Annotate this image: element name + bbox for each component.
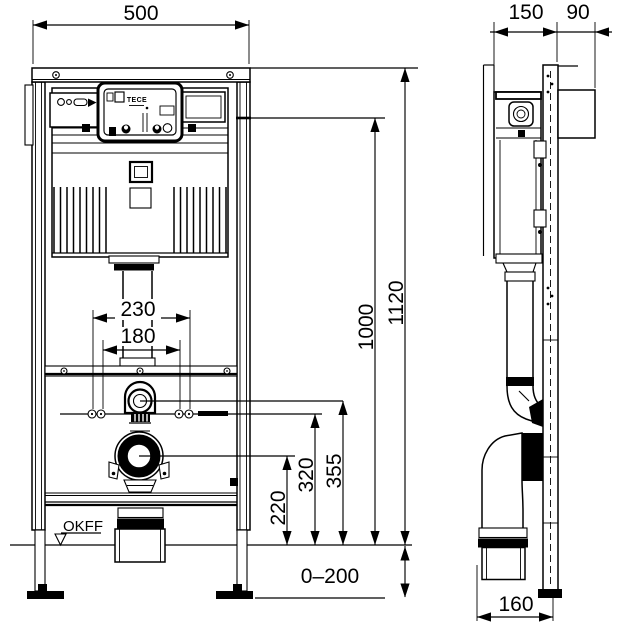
dim-outlet-height-label: 220 [267, 490, 290, 525]
dim-bolt-inner-label: 180 [120, 325, 155, 348]
flush-pipe-side [502, 262, 543, 427]
wall-rail [538, 64, 578, 598]
dim-total-height-label: 1120 [385, 280, 408, 325]
dim-outlet-depth: 160 [476, 565, 554, 622]
dim-bolt-outer: 230 [92, 298, 191, 409]
dim-bolt-height-label: 320 [295, 457, 318, 492]
flush-bend-and-bolts [60, 380, 343, 424]
rail-sensor [230, 478, 238, 486]
dim-depth-label: 150 [508, 1, 543, 24]
left-leg [34, 529, 46, 592]
wall-bracket-box [557, 89, 596, 139]
left-bracket [24, 84, 34, 146]
dim-width: 500 [32, 2, 250, 64]
left-foot [27, 591, 64, 599]
cistern: TECE [49, 81, 229, 367]
rail-foot [538, 589, 562, 598]
right-foot [216, 591, 253, 599]
dimensions: 500 150 90 230 [32, 1, 612, 622]
dim-depth: 150 90 [490, 1, 612, 88]
dim-actuation-height: 1000 [236, 116, 385, 545]
push-rod-housing [128, 160, 154, 209]
drain-elbow-side [478, 432, 543, 581]
right-module [181, 91, 226, 123]
dim-bracket-depth-label: 90 [566, 1, 589, 24]
dim-flush-height: 355 [323, 401, 348, 545]
drain-ring [108, 430, 295, 493]
dim-foot-adjustment-label: 0–200 [301, 565, 359, 588]
brand-logo: TECE [127, 97, 147, 104]
dim-width-label: 500 [123, 2, 158, 25]
lower-crossbar [45, 492, 237, 507]
dim-bolt-inner: 180 [102, 325, 181, 409]
side-frame-upright [482, 64, 495, 256]
dim-bolt-outer-label: 230 [120, 298, 155, 321]
upper-crossbar [44, 365, 238, 377]
side-view [478, 64, 596, 598]
dim-total-height: 1120 [250, 67, 418, 545]
dim-outlet-height: 220 [267, 456, 292, 545]
cistern-side [493, 91, 547, 264]
dim-actuation-height-label: 1000 [355, 304, 378, 351]
front-view: TECE [10, 67, 412, 599]
dim-foot-adjustment: 0–200 [255, 546, 410, 599]
dim-bolt-height: 320 [295, 414, 320, 545]
dim-outlet-depth-label: 160 [498, 593, 533, 616]
dim-flush-height-label: 355 [323, 453, 346, 488]
inspection-window: TECE [96, 81, 184, 143]
fill-valve-module [49, 92, 99, 128]
floor-level-marker: OKFF [54, 518, 103, 547]
drain-pipe [114, 507, 166, 563]
cistern-ribs [53, 187, 227, 253]
right-leg [236, 529, 248, 592]
floor-level-label: OKFF [63, 518, 103, 535]
